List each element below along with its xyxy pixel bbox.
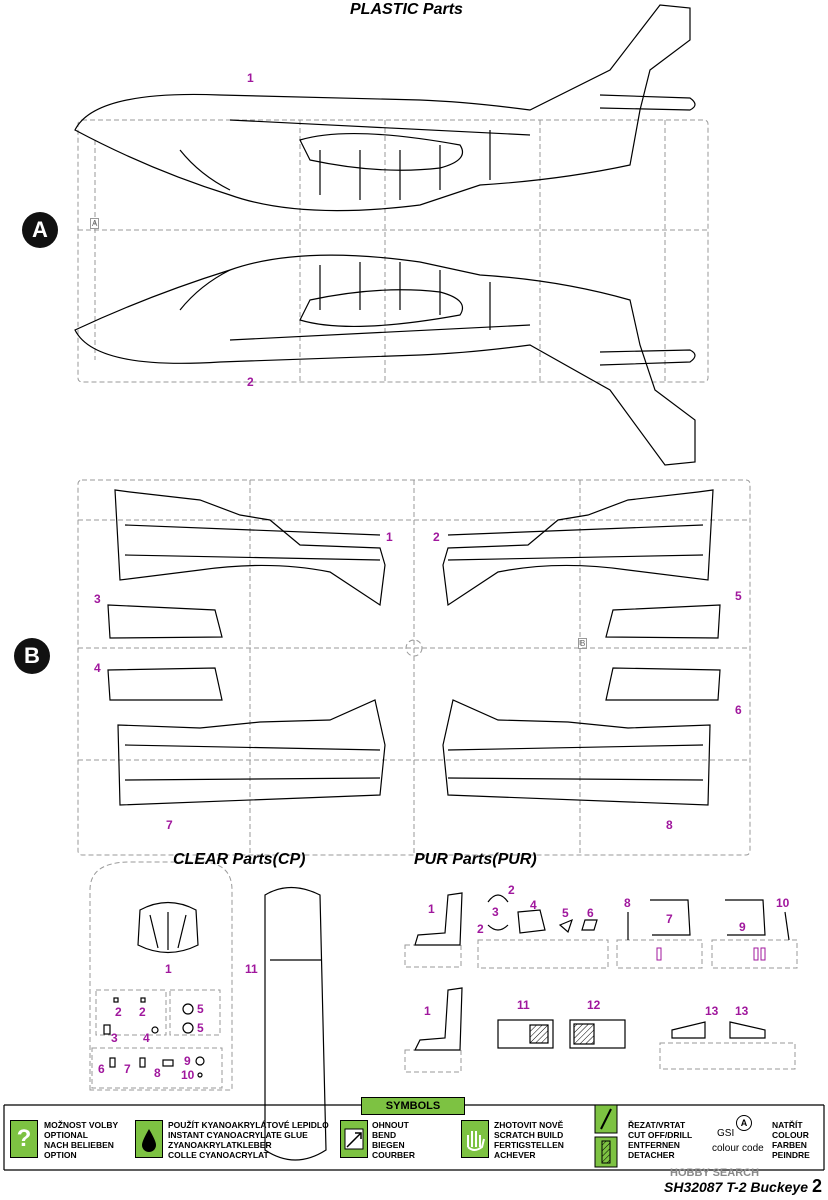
sprue-a-tag: A [90,218,100,229]
page-number: 2 [811,1176,822,1196]
watermark: HOBBY SEARCH [670,1167,760,1179]
part-number: 8 [666,818,673,832]
part-number: 1 [424,1004,431,1018]
part-number: 6 [735,703,742,717]
symbol-bend-text: OHNOUT BEND BIEGEN COURBER [372,1120,415,1160]
pur-parts-title: PUR Parts(PUR) [414,851,537,868]
part-number: 2 [433,530,440,544]
part-number: 1 [386,530,393,544]
part-number: 5 [197,1021,204,1035]
part-number: 11 [517,998,530,1012]
part-number: 7 [666,912,673,926]
symbol-glue-text: POUŽÍT KYANOAKRYLÁTOVÉ LEPIDLO INSTANT C… [168,1120,329,1160]
part-number: 7 [166,818,173,832]
plastic-parts-title: PLASTIC Parts [350,1,463,18]
part-number: 6 [587,906,594,920]
part-number: 6 [98,1062,105,1076]
part-number: 1 [428,902,435,916]
part-number: 10 [776,896,790,910]
part-number: 9 [184,1054,191,1068]
part-number: 12 [587,998,601,1012]
part-number: 9 [739,920,746,934]
sprue-a-badge: A [22,212,58,248]
part-number: 3 [94,592,101,606]
gsi-label: GSI [717,1128,735,1139]
part-number: 11 [245,962,258,976]
part-number: 8 [624,896,631,910]
part-number: 4 [94,661,101,675]
part-number: 10 [181,1068,195,1082]
part-number: 2 [247,375,254,389]
part-number: 1 [165,962,172,976]
bend-icon [340,1120,368,1158]
part-number: 2 [139,1005,146,1019]
part-number: 13 [705,1004,719,1018]
symbols-banner: SYMBOLS [361,1097,465,1115]
sprue-b-tag: B [578,638,588,649]
part-number: 1 [247,71,254,85]
part-number: 8 [154,1066,161,1080]
part-number: 2 [508,883,515,897]
symbol-scratch-text: ZHOTOVIT NOVĚ SCRATCH BUILD FERTIGSTELLE… [494,1120,564,1160]
sprue-b-badge: B [14,638,50,674]
part-number: 2 [477,922,484,936]
part-number: 3 [492,905,499,919]
part-number: 3 [111,1031,118,1045]
part-number: 7 [124,1062,131,1076]
optional-question-icon: ? [10,1120,38,1158]
part-number: 5 [735,589,742,603]
part-number: 4 [530,898,537,912]
cut-drill-icon [593,1103,619,1169]
part-number: 5 [562,906,569,920]
scratch-build-hand-icon [461,1120,489,1158]
symbol-cut-text: ŘEZAT/VRTAT CUT OFF/DRILL ENTFERNEN DETA… [628,1120,693,1160]
gsi-colour-code: colour code [712,1143,764,1154]
part-number: 13 [735,1004,749,1018]
part-number: 5 [197,1002,204,1016]
kit-code: SH32087 T-2 Buckeye [664,1179,808,1195]
gsi-paint-icon: A [736,1115,752,1131]
clear-parts-title: CLEAR Parts(CP) [173,851,306,868]
glue-drop-icon [135,1120,163,1158]
symbol-optional-text: MOŽNOST VOLBY OPTIONAL NACH BELIEBEN OPT… [44,1120,119,1160]
part-number: 4 [143,1031,150,1045]
part-number: 2 [115,1005,122,1019]
symbol-colour-text: NATŘÍT COLOUR FARBEN PEINDRE [772,1120,810,1160]
